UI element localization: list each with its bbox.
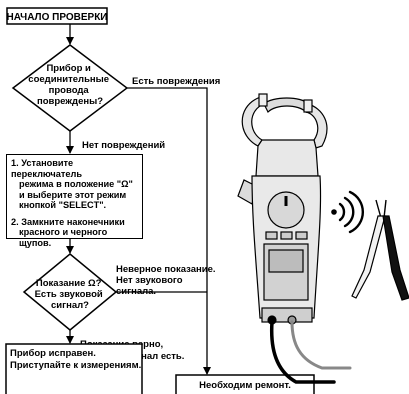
result-repair-text: Необходим ремонт. [199, 380, 291, 391]
decision1-text: Прибор и соединительные провода поврежде… [28, 63, 111, 107]
step1-line4: кнопкой "SELECT". [19, 200, 107, 210]
step1-line1: 1. Установите переключатель [11, 158, 82, 179]
result-ok-text: Прибор исправен. Приступайте к измерения… [10, 348, 141, 371]
test-probes-icon [351, 199, 409, 301]
instructions-box: 1. Установите переключатель режима в пол… [6, 154, 143, 248]
decision2-text: Показание Ω? Есть звуковой сигнал? [35, 278, 106, 311]
start-box [6, 7, 108, 25]
step1-line2: режима в положение "Ω" [19, 179, 133, 189]
result-repair-box [175, 374, 315, 394]
step1-line3: и выберите этот режим [19, 189, 127, 200]
label-no-damage: Нет повреждений [82, 140, 165, 151]
result-ok-box [5, 343, 143, 394]
start-label: НАЧАЛО ПРОВЕРКИ [7, 12, 108, 23]
label-wrong: Неверное показание. Нет звукового сигнал… [116, 264, 218, 297]
sound-waves-icon [331, 190, 364, 234]
clamp-meter-icon [237, 93, 328, 325]
test-leads [269, 320, 352, 384]
step2-line2: красного и черного щупов. [19, 227, 108, 248]
label-damaged: Есть повреждения [132, 76, 220, 87]
connector-damaged [127, 87, 211, 375]
step2-line1: 2. Замкните наконечники [11, 216, 125, 227]
